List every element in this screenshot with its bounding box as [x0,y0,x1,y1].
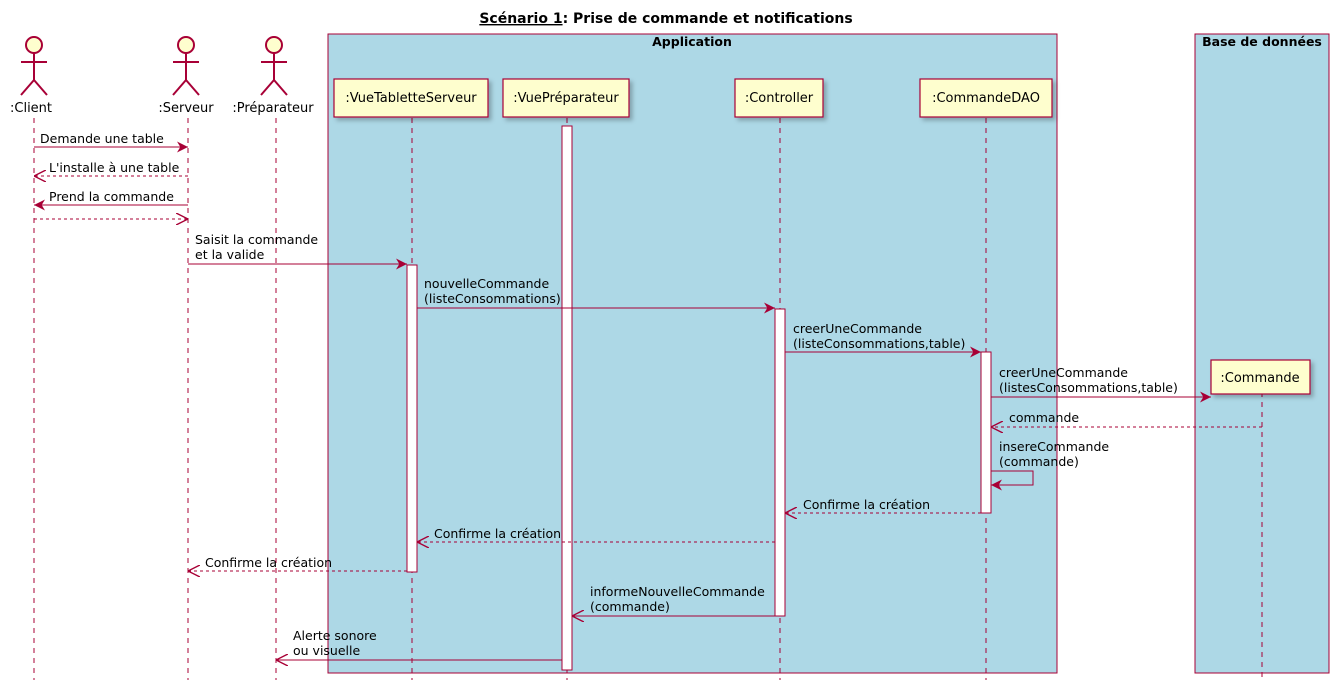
actor-serveur-label: :Serveur [158,101,214,116]
message-label-m15-line-2: ou visuelle [293,643,360,658]
message-label-m7-line-1: creerUneCommande [793,321,922,336]
message-label-m11-line-1: Confirme la création [803,497,930,512]
participant-controller: :Controller [734,78,824,118]
message-label-m7: creerUneCommande (listeConsommations,tab… [793,321,965,351]
diagram-title-underlined: Scénario 1 [479,11,562,27]
participant-commande-dao-label: :CommandeDAO [932,91,1040,106]
stick-figure-icon [20,36,48,96]
message-label-m14: informeNouvelleCommande (commande) [590,584,769,614]
message-label-m1-line-1: Demande une table [40,131,164,146]
message-label-m13-line-1: Confirme la création [205,555,332,570]
message-labels: Demande une table L'installe à une table… [40,131,1178,658]
actor-preparateur-label: :Préparateur [232,101,314,116]
activation-vue-tablette-serveur [406,264,418,573]
message-label-m3-line-1: Prend la commande [49,189,174,204]
actor-client-label: :Client [10,101,52,116]
participant-commande-label: :Commande [1220,371,1299,386]
participant-vue-preparateur: :VuePréparateur [502,78,630,118]
message-label-m10-line-1: insereCommande [999,439,1109,454]
diagram-title: Scénario 1: Prise de commande et notific… [479,11,852,27]
box-base-de-donnees-title: Base de données [1202,34,1322,49]
message-label-m12: Confirme la création [434,526,561,541]
participant-commande: :Commande [1210,359,1311,395]
box-base-de-donnees: Base de données [1194,33,1330,674]
message-label-m15: Alerte sonore ou visuelle [293,628,381,658]
message-label-m2-line-1: L'installe à une table [49,160,180,175]
participant-commande-dao: :CommandeDAO [919,78,1053,118]
participant-vue-tablette-serveur: :VueTabletteServeur [333,78,489,118]
message-label-m1: Demande une table [40,131,164,146]
message-label-m10-line-2: (commande) [999,454,1079,469]
message-label-m3: Prend la commande [49,189,174,204]
message-label-m8-line-2: (listesConsommations,table) [999,380,1178,395]
message-label-m6-line-1: nouvelleCommande [424,276,549,291]
participant-controller-label: :Controller [745,91,814,106]
messages [34,141,1262,660]
message-label-m9-line-1: commande [1009,410,1079,425]
activation-vue-preparateur [561,125,573,671]
stick-figure-icon [172,36,200,96]
activation-commande-dao [980,351,992,514]
message-label-m7-line-2: (listeConsommations,table) [793,336,965,351]
message-label-m14-line-2: (commande) [590,599,670,614]
message-label-m13: Confirme la création [205,555,332,570]
participant-vue-preparateur-label: :VuePréparateur [513,91,619,106]
message-label-m11: Confirme la création [803,497,930,512]
message-label-m14-line-1: informeNouvelleCommande [590,584,765,599]
participant-vue-tablette-serveur-label: :VueTabletteServeur [345,91,477,106]
stick-figure-icon [260,36,288,96]
message-label-m15-line-1: Alerte sonore [293,628,377,643]
actor-client: :Client [10,36,52,116]
message-label-m12-line-1: Confirme la création [434,526,561,541]
message-label-m2: L'installe à une table [49,160,180,175]
message-label-m9: commande [1009,410,1079,425]
actor-serveur: :Serveur [158,36,214,116]
box-application-title: Application [652,34,732,49]
message-label-m10: insereCommande (commande) [999,439,1113,469]
message-label-m5-line-1: Saisit la commande [195,232,318,247]
message-label-m6: nouvelleCommande (listeConsommations) [424,276,561,306]
box-application: Application [327,33,1058,674]
message-label-m8: creerUneCommande (listesConsommations,ta… [999,365,1178,395]
message-label-m5-line-2: et la valide [195,247,265,262]
diagram-title-rest: : Prise de commande et notifications [563,11,853,27]
actor-preparateur: :Préparateur [232,36,314,116]
message-label-m8-line-1: creerUneCommande [999,365,1128,380]
activation-controller [774,308,786,617]
message-label-m5: Saisit la commande et la valide [195,232,322,262]
message-insere-commande [991,470,1034,491]
message-label-m6-line-2: (listeConsommations) [424,291,561,306]
